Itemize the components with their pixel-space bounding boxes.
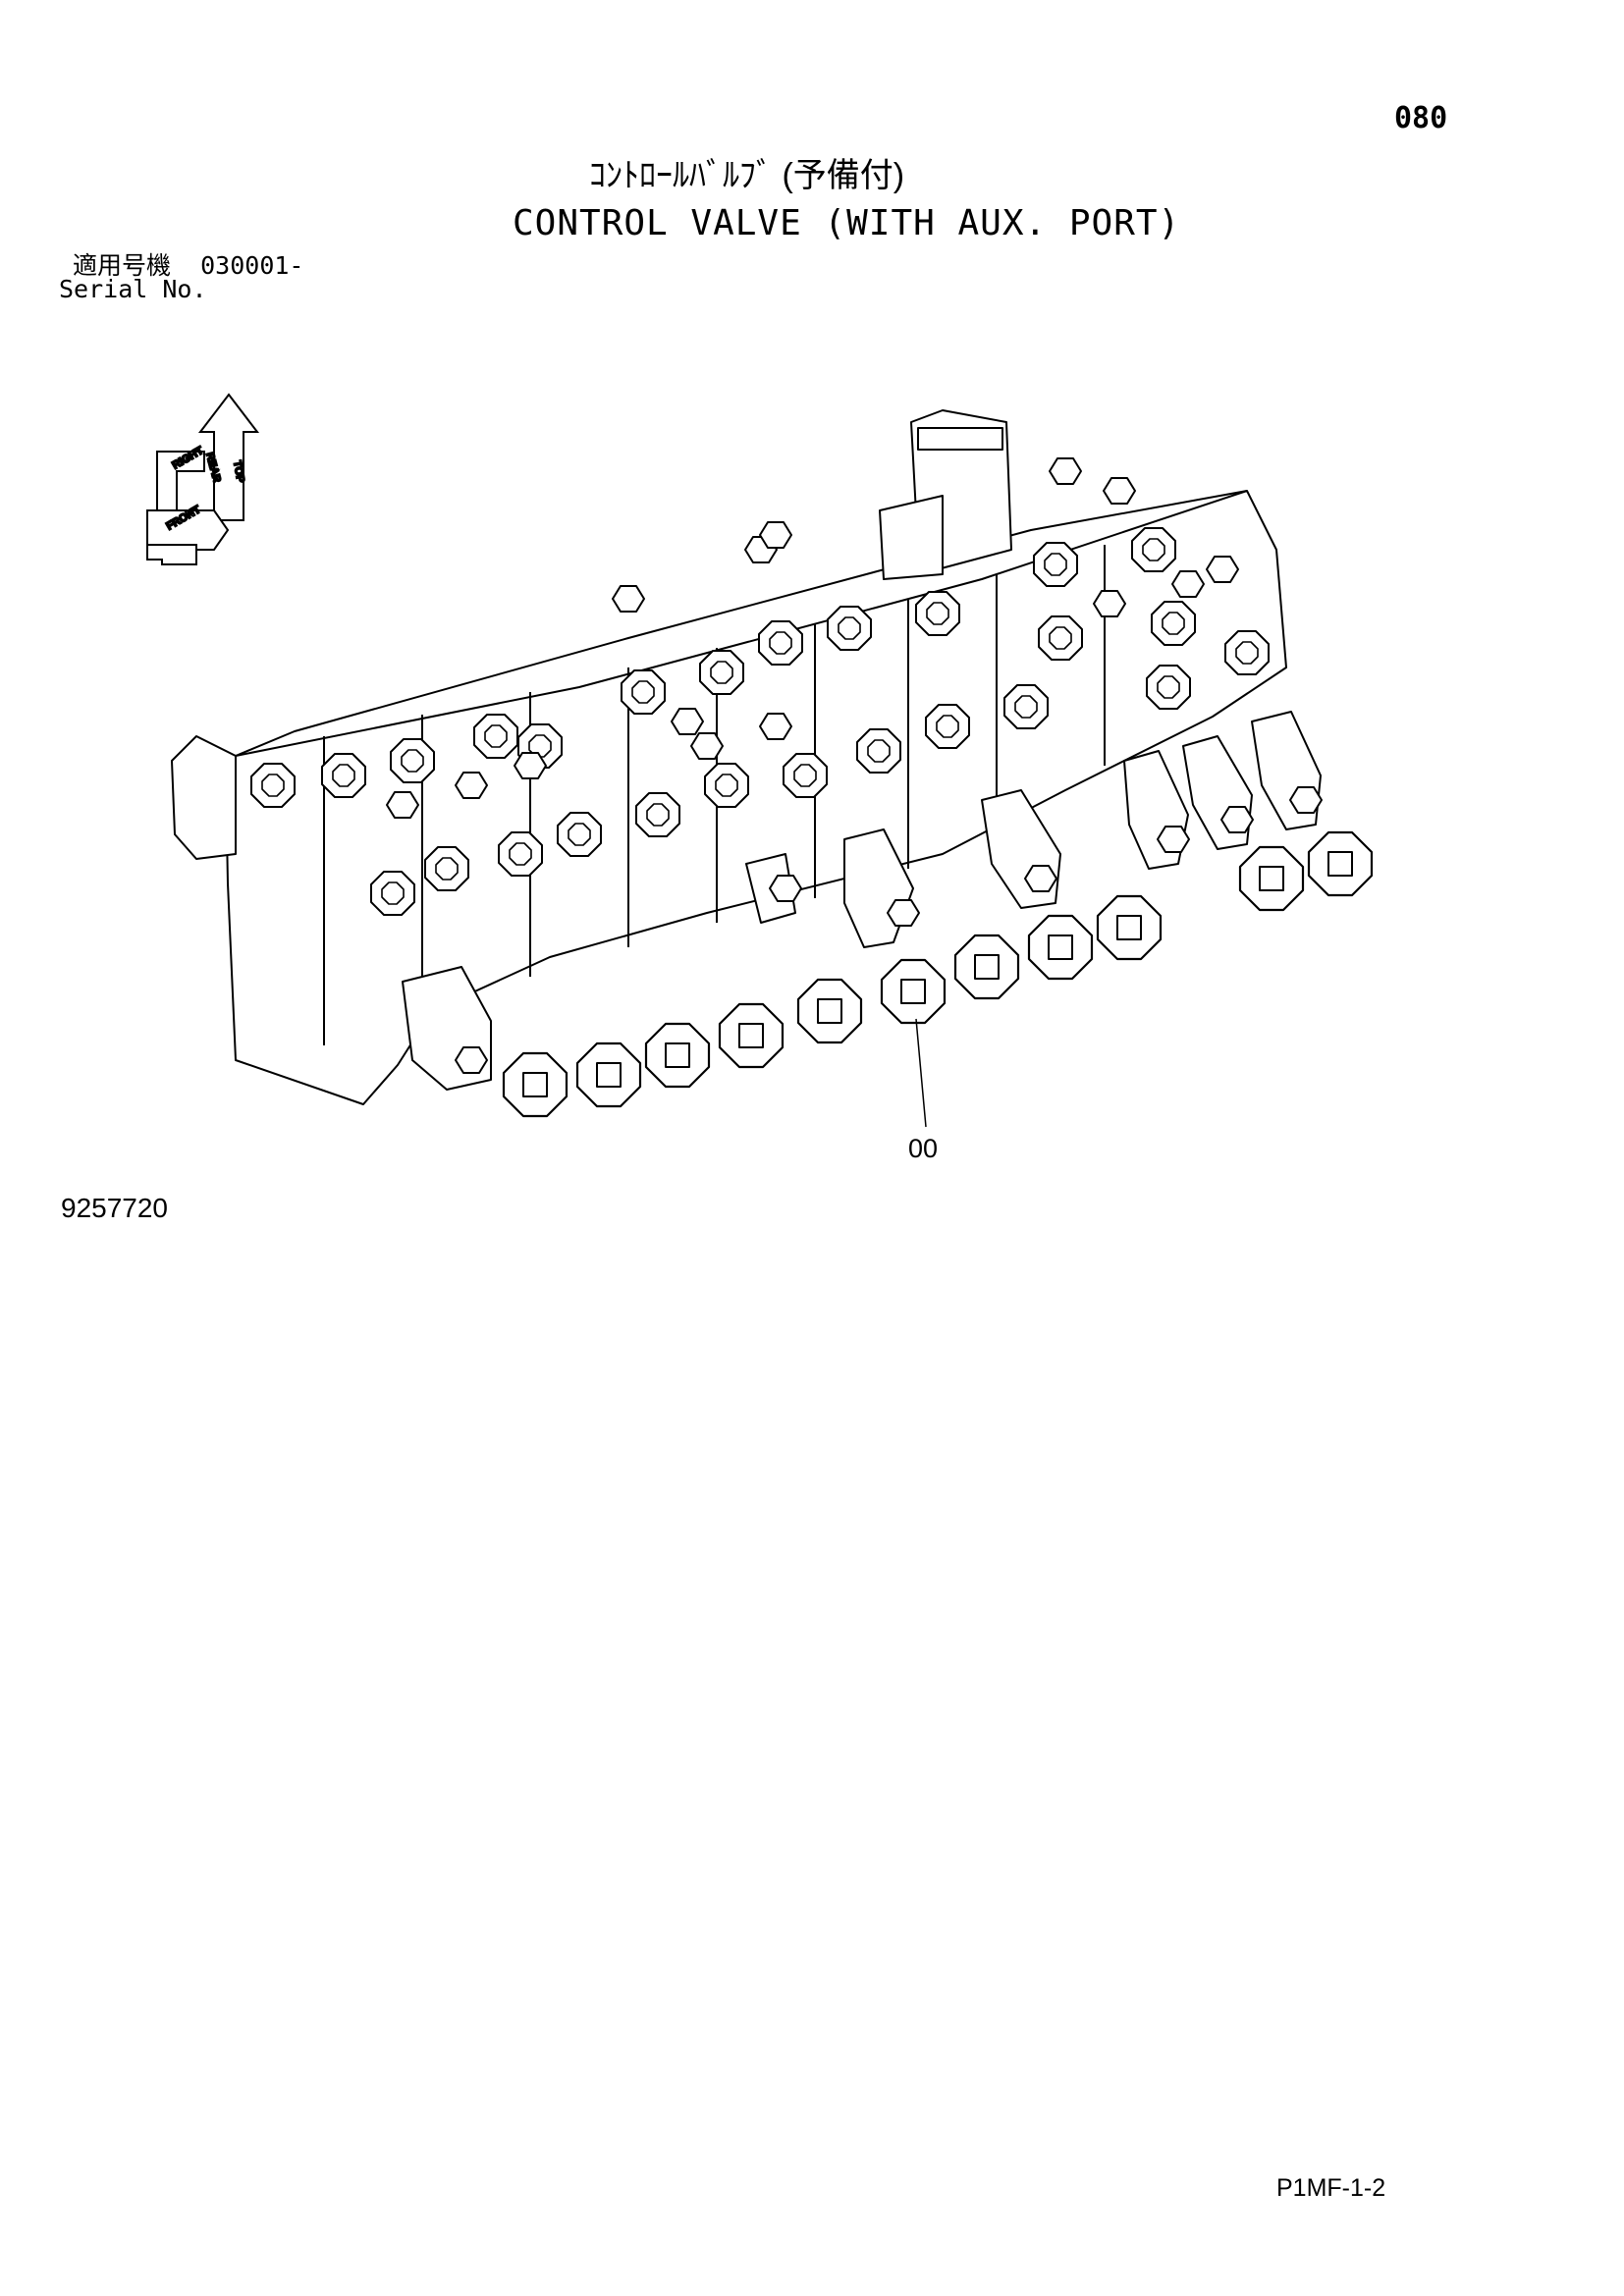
serial-label-english: Serial No. (59, 275, 207, 303)
page-number: 080 (1394, 101, 1448, 135)
orientation-compass-icon: TOP REAR RIGHT FRONT (146, 393, 260, 565)
drawing-number: 9257720 (61, 1193, 169, 1223)
callout-label: 00 (908, 1134, 939, 1163)
compass-top-label: TOP (231, 459, 246, 483)
serial-applicability-row: 適用号機 030001- (73, 253, 303, 278)
title-japanese: ｺﾝﾄﾛｰﾙﾊﾞﾙﾌﾞ (予備付) (589, 157, 905, 194)
title-english: CONTROL VALVE (WITH AUX. PORT) (513, 203, 1181, 243)
serial-label-japanese: 適用号機 (73, 251, 172, 280)
page-code: P1MF-1-2 (1276, 2174, 1386, 2202)
serial-value: 030001- (200, 251, 304, 280)
callout-leader-line (915, 1018, 927, 1128)
control-valve-assembly (171, 409, 1374, 1118)
